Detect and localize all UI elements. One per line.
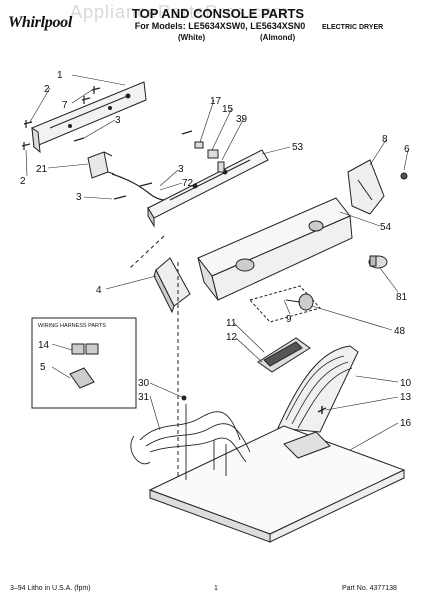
part-number: Part No. 4377138 (342, 585, 397, 592)
end-cap (347, 159, 408, 215)
callout-label: 31 (138, 392, 150, 403)
callout-label: 39 (236, 114, 248, 125)
callout-label: 21 (36, 164, 48, 175)
lint-screen-cover (153, 257, 191, 314)
lint-filter (257, 337, 311, 373)
callout-label: 8 (382, 134, 388, 145)
brand-logo: Whirlpool (8, 14, 72, 31)
callout-label: 9 (286, 314, 292, 325)
model-line: For Models: LE5634XSW0, LE5634XSN0 (134, 21, 306, 31)
callout-label: 6 (404, 144, 410, 155)
page-title: TOP AND CONSOLE PARTS (131, 6, 305, 21)
callout-label: 54 (380, 222, 392, 233)
console-bracket (147, 149, 269, 228)
callout-labels: 1 7 2 3 21 2 17 15 39 53 3 72 3 8 6 4 54… (20, 70, 412, 429)
wiring-harness-inset (31, 317, 137, 409)
callout-label: 30 (138, 378, 150, 389)
callout-label: 72 (182, 178, 194, 189)
callout-label: 4 (96, 285, 102, 296)
appliance-type: ELECTRIC DRYER (322, 24, 384, 31)
callout-label: 81 (396, 292, 408, 303)
callout-label: 2 (44, 84, 50, 95)
callout-label: 12 (226, 332, 238, 343)
callout-label: 53 (292, 142, 304, 153)
callout-label: 3 (178, 164, 184, 175)
watermark-text: AppliancePartsPros.com (70, 2, 290, 22)
screw-13 (317, 406, 327, 414)
knob (368, 255, 388, 269)
knob-assembly-box (249, 285, 321, 323)
callout-label: 16 (400, 418, 412, 429)
color-almond-label: (Almond) (260, 33, 296, 42)
callout-label: 48 (394, 326, 406, 337)
lint-duct (277, 345, 359, 433)
callout-label: 15 (222, 104, 234, 115)
callout-label: 10 (400, 378, 412, 389)
litho-note: 3–94 Litho in U.S.A. (fpm) (10, 585, 91, 592)
callout-label: 13 (400, 392, 412, 403)
top-panel (148, 425, 406, 543)
callout-label: 7 (62, 100, 68, 111)
callout-label: 3 (115, 115, 121, 126)
color-white-label: (White) (178, 33, 206, 42)
callout-label: 17 (210, 96, 222, 107)
terminal-block (87, 151, 115, 179)
page-number: 1 (214, 585, 218, 592)
screws (21, 86, 193, 200)
clips (194, 141, 225, 173)
callout-label: 11 (226, 318, 237, 329)
console-control-panel (197, 197, 353, 301)
callout-label: 14 (38, 340, 50, 351)
callout-label: 5 (40, 362, 46, 373)
callout-label: 1 (57, 70, 63, 81)
callout-label: 3 (76, 192, 82, 203)
inset-title: WIRING HARNESS PARTS (38, 323, 106, 329)
guide-dashed-line (129, 235, 179, 500)
console-rear-panel (31, 81, 147, 154)
leader-lines (25, 74, 409, 451)
wire-bundle (130, 395, 251, 480)
callout-label: 2 (20, 176, 26, 187)
